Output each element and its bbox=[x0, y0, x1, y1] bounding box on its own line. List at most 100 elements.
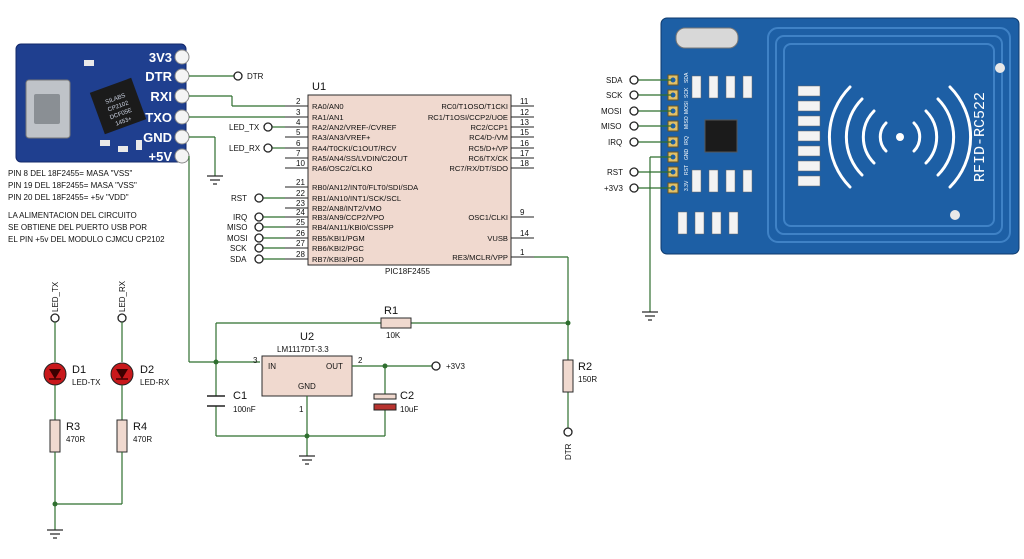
note-line: EL PIN +5v DEL MODULO CJMCU CP2102 bbox=[8, 235, 165, 244]
note-line: PIN 8 DEL 18F2455= MASA "VSS" bbox=[8, 169, 132, 178]
d1-value: LED-TX bbox=[72, 378, 101, 387]
d2-value: LED-RX bbox=[140, 378, 170, 387]
u1-pin-number: 9 bbox=[520, 208, 525, 217]
sck-terminal bbox=[254, 243, 264, 253]
rfid-pin-hole bbox=[670, 108, 676, 114]
rfid-pin-hole bbox=[670, 92, 676, 98]
rfid-pin-silk: GND bbox=[684, 149, 690, 161]
u1-pin-number: 5 bbox=[296, 128, 301, 137]
r4-ref: R4 bbox=[133, 421, 147, 433]
u2-part: LM1117DT-3.3 bbox=[277, 345, 329, 354]
led-tx-label: LED_TX bbox=[229, 123, 260, 132]
u1-left-pins: 2RA0/AN03RA1/AN14RA2/AN2/VREF-/CVREF5RA3… bbox=[285, 97, 419, 264]
dtr-terminal bbox=[233, 71, 243, 81]
u1-pin-number: 1 bbox=[520, 248, 525, 257]
r1-ref: R1 bbox=[384, 305, 398, 317]
u1-pin-label: RA4/T0CKI/C1OUT/RCV bbox=[312, 144, 397, 153]
u1-pin-label: VUSB bbox=[487, 234, 508, 243]
r2: R2 150R DTR bbox=[562, 359, 597, 460]
r2-dtr-label: DTR bbox=[564, 443, 573, 460]
rfid-pin-silk: MOSI bbox=[684, 101, 690, 114]
u2-ref: U2 bbox=[300, 331, 314, 343]
u1-pin-number: 11 bbox=[520, 97, 529, 106]
rfid-waves-icon bbox=[827, 85, 973, 189]
u1-pin-label: RB0/AN12/INT0/FLT0/SDI/SDA bbox=[312, 183, 419, 192]
u2-pin-gnd: 1 bbox=[299, 405, 304, 414]
ground-symbol bbox=[207, 175, 223, 185]
c2-value: 10uF bbox=[400, 405, 418, 414]
irq-label: IRQ bbox=[233, 213, 247, 222]
u1-pin-label: RC6/TX/CK bbox=[468, 154, 508, 163]
note-line: PIN 19 DEL 18F2455= MASA "VSS" bbox=[8, 181, 137, 190]
u1-pin-number: 7 bbox=[296, 149, 301, 158]
r2-ref: R2 bbox=[578, 361, 592, 373]
sda-label: SDA bbox=[230, 255, 247, 264]
usb-pin-rxi: RXI bbox=[150, 89, 172, 104]
u1-pic: U1 PIC18F2455 2RA0/AN03RA1/AN14RA2/AN2/V… bbox=[285, 81, 534, 276]
u1-pin-number: 27 bbox=[296, 239, 305, 248]
u1-pin-label: RB5/KBI1/PGM bbox=[312, 234, 365, 243]
u1-pin-number: 22 bbox=[296, 189, 305, 198]
u1-pin-label: RB4/AN11/KBI0/CSSPP bbox=[312, 223, 394, 232]
u1-pin-number: 21 bbox=[296, 178, 305, 187]
usb-pin-txo: TXO bbox=[145, 110, 172, 125]
d1-net-label: LED_TX bbox=[51, 281, 60, 312]
u2-out: OUT bbox=[326, 362, 343, 371]
r3-value: 470R bbox=[66, 435, 85, 444]
v33-terminal bbox=[431, 361, 441, 371]
u1-pin-label: RA5/AN4/SS/LVDIN/C2OUT bbox=[312, 154, 408, 163]
u1-pin-number: 18 bbox=[520, 159, 529, 168]
u2-in: IN bbox=[268, 362, 276, 371]
u1-pin-number: 17 bbox=[520, 149, 529, 158]
u2-wires bbox=[215, 323, 432, 456]
u1-pin-label: RC4/D-/VM bbox=[469, 133, 508, 142]
rfid-sck-label: SCK bbox=[606, 91, 623, 100]
r4-value: 470R bbox=[133, 435, 152, 444]
u1-pin-number: 26 bbox=[296, 229, 305, 238]
u1-pin-number: 28 bbox=[296, 250, 305, 259]
u1-pin-number: 2 bbox=[296, 97, 301, 106]
ground-symbol bbox=[47, 529, 63, 539]
u1-body bbox=[307, 94, 512, 266]
u1-pin-label: RB3/AN9/CCP2/VPO bbox=[312, 213, 384, 222]
rfid-mosi-label: MOSI bbox=[601, 107, 621, 116]
u1-pin-number: 14 bbox=[520, 229, 529, 238]
rfid-pin-silk: SCK bbox=[684, 87, 690, 98]
rfid-title: RFID-RC522 bbox=[972, 92, 989, 182]
rfid-3v3-label: +3V3 bbox=[604, 184, 623, 193]
ground-symbol bbox=[642, 311, 658, 321]
u1-pin-label: RC2/CCP1 bbox=[470, 123, 508, 132]
u1-pin-number: 13 bbox=[520, 118, 529, 127]
u1-left-nets: LED_TX LED_RX RST IRQ MISO MOSI SCK SDA bbox=[227, 122, 285, 264]
u1-pin-label: RA6/OSC2/CLKO bbox=[312, 164, 372, 173]
r2-value: 150R bbox=[578, 375, 597, 384]
rfid-pin-hole bbox=[670, 154, 676, 160]
rfid-pin-silk: MISO bbox=[684, 116, 690, 129]
u1-pin-label: RC1/T1OSI/CCP2/UOE bbox=[428, 113, 508, 122]
u1-pin-label: RC0/T1OSO/T1CKI bbox=[441, 102, 508, 111]
rst-terminal bbox=[254, 193, 264, 203]
miso-label: MISO bbox=[227, 223, 247, 232]
c2: C2 10uF bbox=[373, 390, 418, 414]
led-rx-branch: LED_RX D2 LED-RX R4 470R bbox=[55, 280, 170, 505]
u1-pin-number: 23 bbox=[296, 199, 305, 208]
dtr-label: DTR bbox=[247, 72, 264, 81]
r1: R1 10K bbox=[216, 305, 568, 340]
u1-pin-label: OSC1/CLKI bbox=[468, 213, 508, 222]
note-line: LA ALIMENTACION DEL CIRCUITO bbox=[8, 211, 137, 220]
u2-pin-in: 3 bbox=[253, 356, 258, 365]
rfid-pin-silk: SDA bbox=[684, 72, 690, 83]
u2-pin-out: 2 bbox=[358, 356, 363, 365]
miso-terminal bbox=[254, 222, 264, 232]
rfid-pin-silk: IRQ bbox=[684, 136, 690, 145]
u1-pin-number: 12 bbox=[520, 108, 529, 117]
led-tx-terminal bbox=[263, 122, 273, 132]
u1-pin-number: 6 bbox=[296, 139, 301, 148]
sck-label: SCK bbox=[230, 244, 247, 253]
rfid-connections: SDA SCK MOSI MISO IRQ RST +3V3 bbox=[601, 75, 672, 321]
u1-pin-label: RC7/RX/DT/SDO bbox=[449, 164, 508, 173]
d2-net-label: LED_RX bbox=[118, 280, 127, 312]
c1-ref: C1 bbox=[233, 390, 247, 402]
